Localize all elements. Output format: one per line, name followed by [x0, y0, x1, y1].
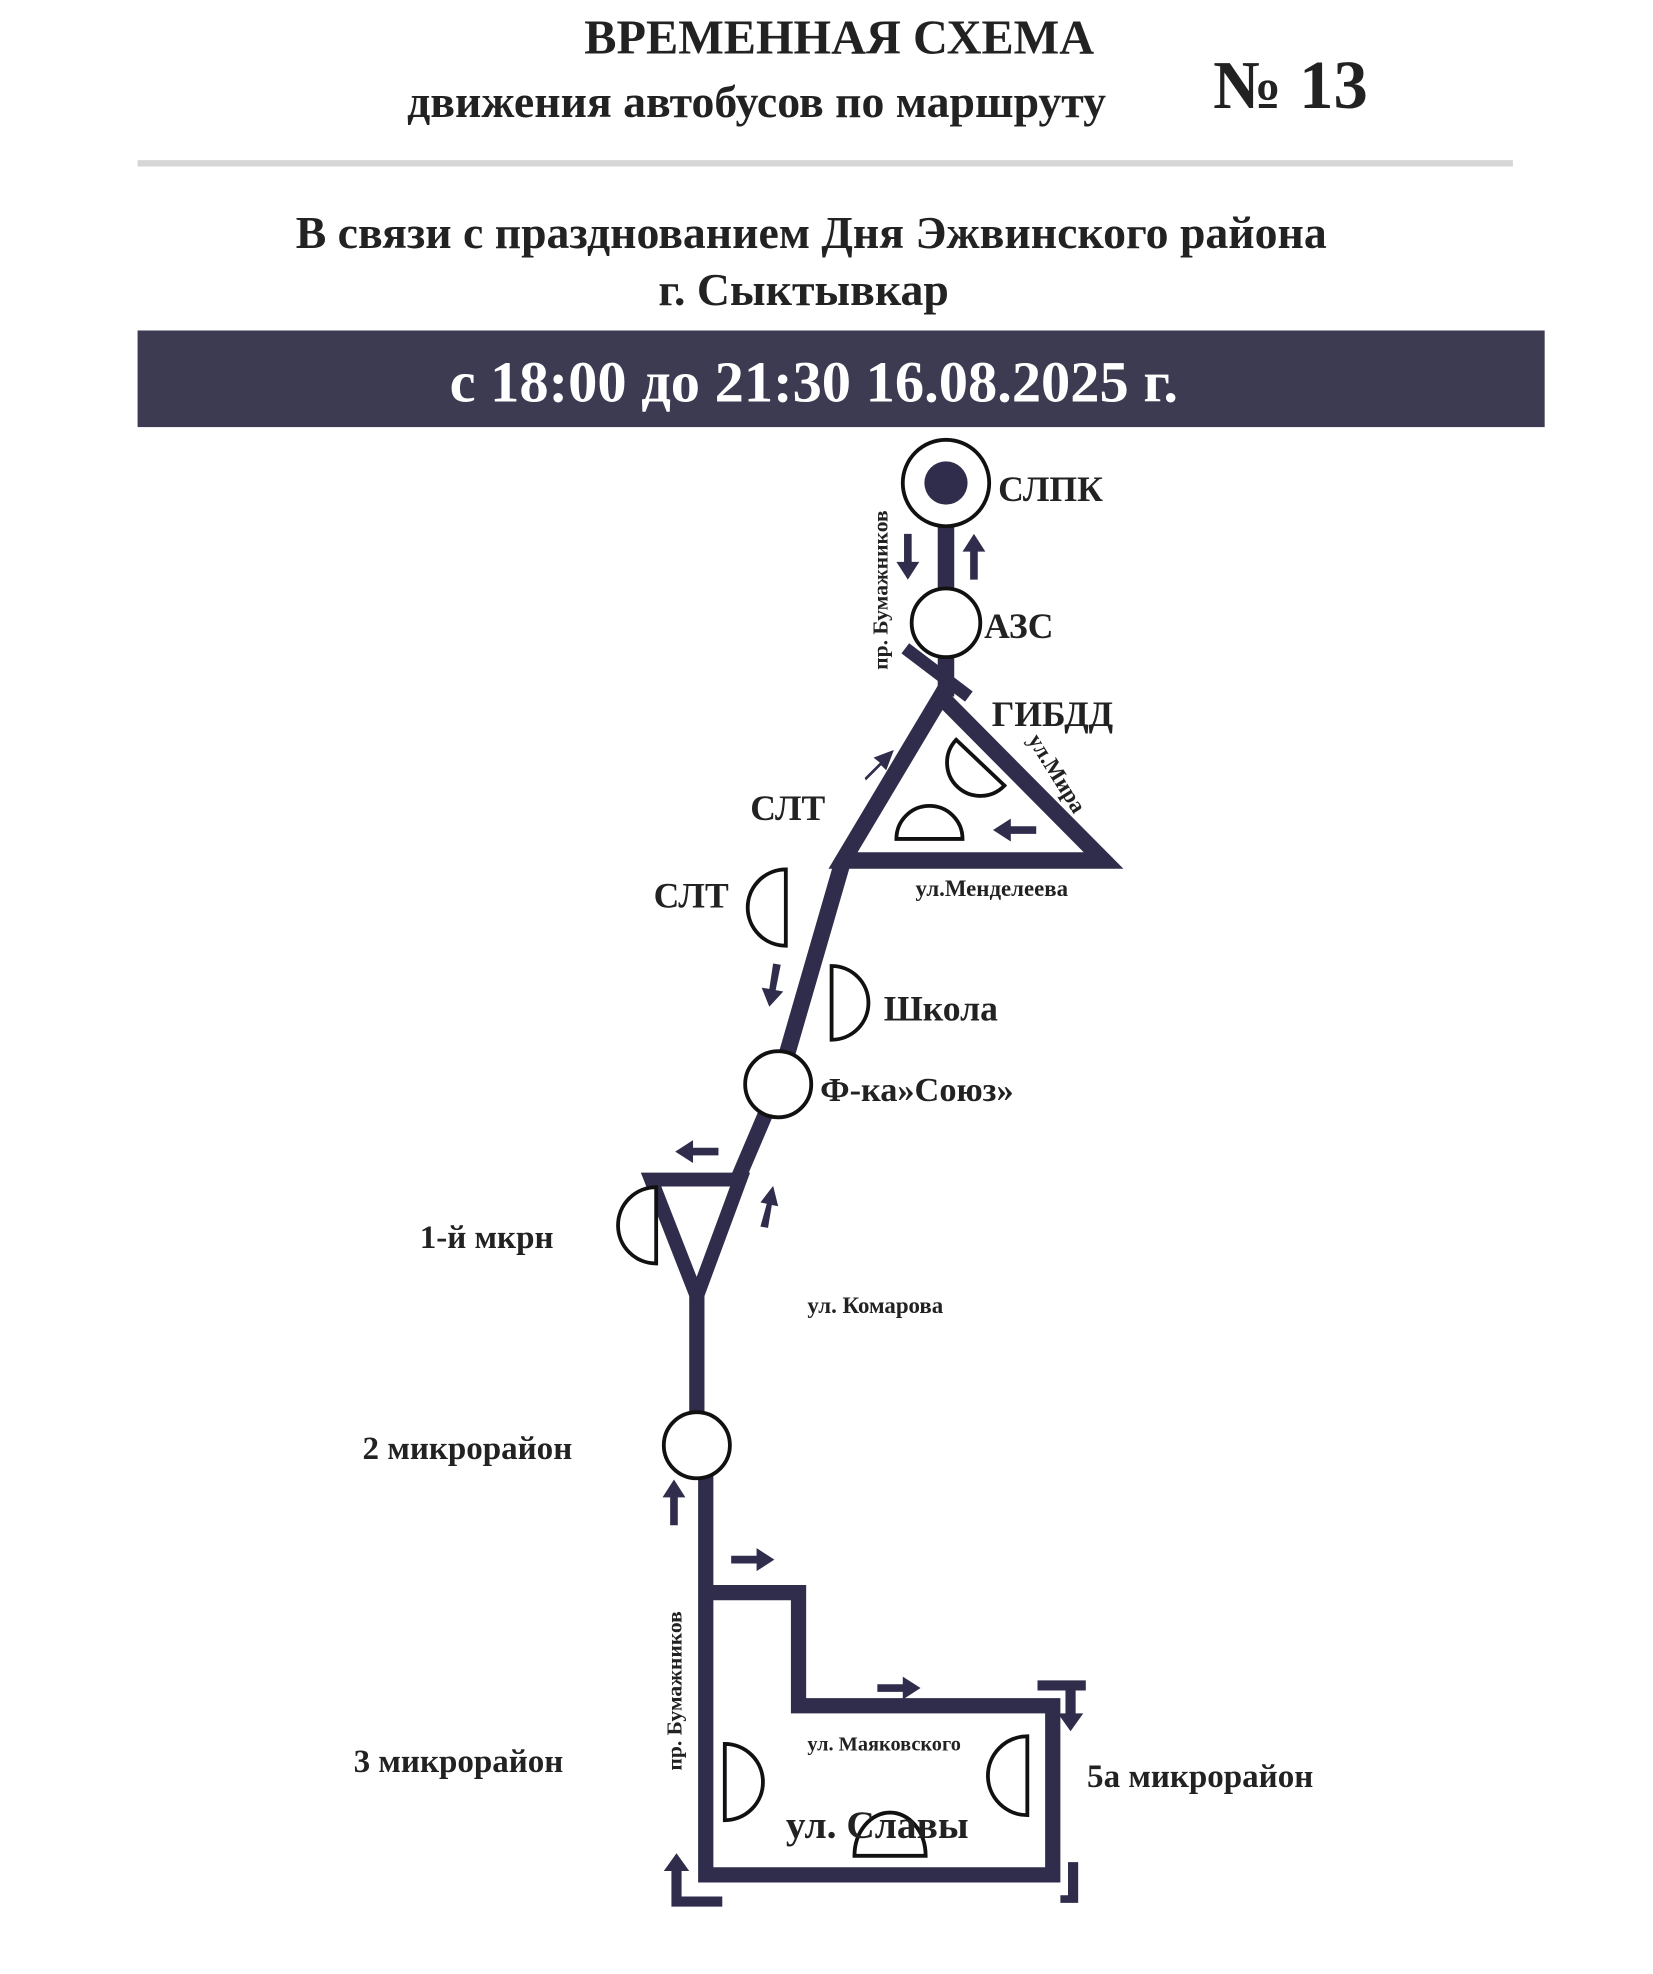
label-slt-upper: СЛТ [750, 788, 825, 828]
label-5a-mkrn: 5а микрорайон [1087, 1759, 1313, 1795]
label-azs: АЗС [984, 606, 1053, 646]
street-bumazhnikov-bottom: пр. Бумажников [663, 1611, 687, 1770]
period-banner [137, 330, 1545, 428]
terminal-dot [924, 461, 968, 505]
street-mendeleeva: ул.Менделеева [915, 876, 1068, 901]
label-3-mkrn: 3 микрорайон [354, 1744, 564, 1780]
street-bumazhnikov-top: пр. Бумажников [869, 510, 893, 669]
stop-2-mkrn [661, 1410, 732, 1481]
divider [137, 160, 1513, 167]
street-mayakovskogo: ул. Маяковского [807, 1733, 960, 1755]
arrow-corner-icon [1060, 1862, 1079, 1903]
reason-line-1: В связи с празднованием Дня Эжвинского р… [296, 207, 1327, 258]
arrow-corner-down-icon [1037, 1680, 1086, 1732]
label-2-mkrn: 2 микрорайон [363, 1431, 573, 1467]
arrow-down-icon [761, 963, 784, 1007]
label-1-mkrn: 1-й мкрн [420, 1220, 554, 1256]
label-slpk: СЛПК [998, 469, 1103, 509]
arrow-left-icon [675, 1140, 719, 1164]
street-komarova: ул. Комарова [807, 1293, 943, 1318]
label-fka-soyuz: Ф-ка»Союз» [820, 1071, 1013, 1109]
street-slavy: ул. Славы [786, 1803, 969, 1847]
arrow-left-icon [993, 818, 1037, 842]
label-slt-lower: СЛТ [654, 876, 729, 916]
arrow-up-icon [662, 1479, 686, 1526]
reason-line-2: г. Сыктывкар [658, 264, 949, 315]
stop-azs [909, 586, 983, 660]
arrow-corner-up-icon [663, 1853, 723, 1907]
arrow-up-icon [962, 533, 986, 580]
arrow-right-icon [731, 1548, 775, 1572]
arrow-up-icon [760, 1185, 779, 1228]
direction-arrows [662, 533, 1086, 1907]
route-number: № 13 [1213, 47, 1368, 123]
title-line-2: движения автобусов по маршруту [407, 76, 1106, 127]
route-roads [640, 523, 1124, 1883]
stop-fka-soyuz [743, 1049, 814, 1120]
label-shkola: Школа [884, 989, 998, 1029]
label-gibdd: ГИБДД [992, 694, 1114, 734]
half-circle-stops [616, 737, 1030, 1858]
title-line-1: ВРЕМЕННАЯ СХЕМА [584, 11, 1094, 64]
arrow-down-icon [896, 533, 920, 580]
arrow-up-right-icon [864, 749, 894, 781]
period-text: с 18:00 до 21:30 16.08.2025 г. [450, 350, 1178, 415]
arrow-right-icon [877, 1676, 921, 1700]
